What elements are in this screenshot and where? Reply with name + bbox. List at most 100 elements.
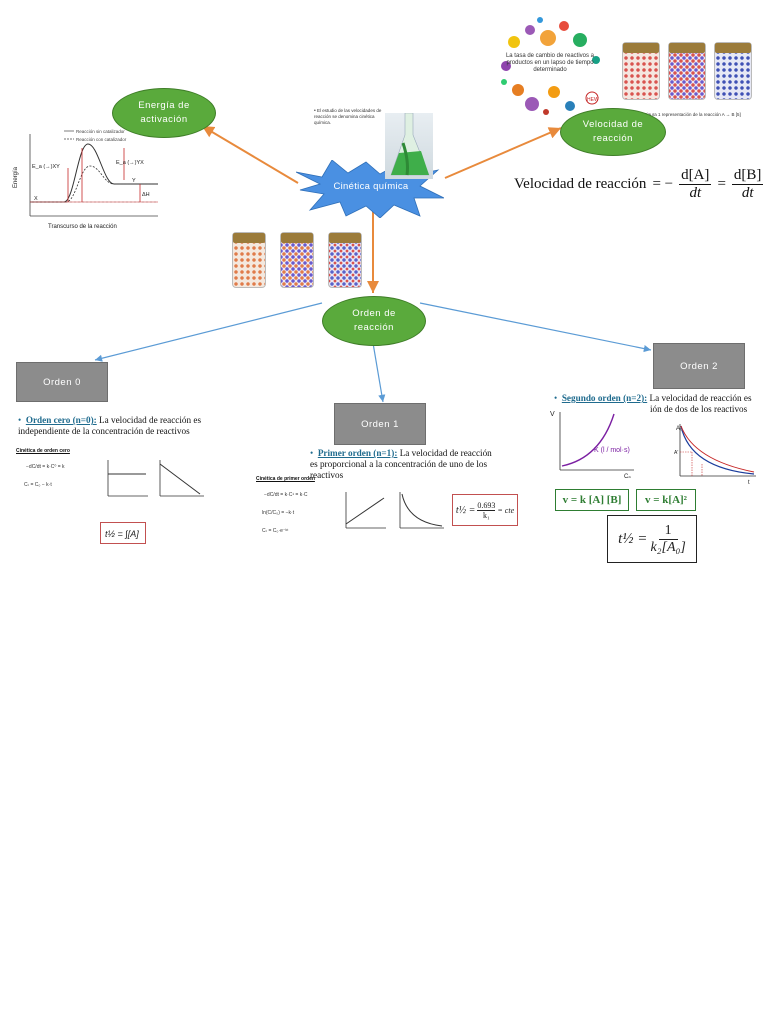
- orden0-panel: Cinética de orden cero −dC/dt = k·C⁰ = k…: [12, 446, 208, 508]
- orden2-half-life-den: k₂[A₀]: [650, 539, 686, 555]
- svg-text:ln(C/C₀) = −k·t: ln(C/C₀) = −k·t: [262, 510, 295, 516]
- velocidad-jars: [622, 32, 752, 108]
- orden2-text: La velocidad de reacción es: [647, 393, 752, 403]
- energy-legend-1: Reacción sin catalizador: [76, 129, 125, 134]
- orden2-half-life-box: t½ = 1 k₂[A₀]: [607, 515, 697, 563]
- orden0-node-label: Orden 0: [43, 376, 81, 388]
- center-jar-2: [280, 232, 314, 288]
- energy-label-ea-xy: E_a (→)XY: [32, 164, 60, 170]
- orden2-graph-label: K (l / mol·s): [594, 447, 630, 454]
- flask-image: [385, 113, 433, 179]
- orden0-half-life-box: t½ = ∫[A]: [100, 522, 146, 544]
- formula-eq2: =: [717, 175, 726, 192]
- svg-text:A₀: A₀: [676, 426, 683, 432]
- formula-den2: dt: [741, 184, 754, 201]
- orden2-half-life-frac: 1 k₂[A₀]: [650, 523, 685, 556]
- energia-node-label: Energía de activación: [138, 99, 190, 125]
- formula-den1: dt: [689, 184, 702, 201]
- orden2-node-label: Orden 2: [680, 360, 718, 372]
- orden2-rate-law-1-text: v = k [A] [B]: [562, 494, 622, 506]
- svg-text:Cₐ: Cₐ: [624, 474, 631, 478]
- velocidad-caption: Figura 1 representación de la reacción A…: [644, 112, 741, 117]
- energy-ylabel: Energía: [13, 166, 19, 188]
- orden0-description: • Orden cero (n=0): La velocidad de reac…: [18, 415, 202, 437]
- energy-xlabel: Transcurso de la reacción: [48, 224, 117, 230]
- orden2-rate-law-2: v = k[A]²: [636, 489, 696, 511]
- center-node[interactable]: Cinética química: [316, 181, 426, 192]
- formula-num2: d[B]: [731, 166, 764, 185]
- energy-profile-chart: Energía Transcurso de la reacción Reacci…: [13, 129, 158, 230]
- orden1-half-life-num: 0.693: [477, 500, 496, 511]
- center-note: • El estudio de las velocidades de reacc…: [314, 108, 382, 125]
- orden0-text: La velocidad de reacción es independient…: [18, 415, 202, 437]
- svg-text:A': A': [674, 450, 678, 456]
- orden2-rate-law-2-text: v = k[A]²: [645, 494, 687, 506]
- velocidad-note: La tasa de cambio de reactivos a product…: [498, 53, 602, 75]
- arrow-to-orden1: [372, 342, 386, 403]
- energia-node[interactable]: Energía de activación: [112, 88, 216, 138]
- orden0-graph-2: [159, 460, 204, 497]
- orden1-half-life-frac: 0.693 k₁: [477, 500, 496, 520]
- energy-curve-uncatalyzed: [30, 143, 158, 203]
- svg-text:Cₜ = C₀·e⁻ᵏᵗ: Cₜ = C₀·e⁻ᵏᵗ: [262, 528, 288, 534]
- orden1-panel: Cinética de primer orden −dC/dt = k·C¹ =…: [254, 474, 450, 540]
- energy-label-ea-yx: E_a (→)YX: [116, 160, 144, 166]
- center-note-text: El estudio de las velocidades de reacció…: [314, 108, 382, 125]
- svg-text:t½ = ∫[A]: t½ = ∫[A]: [105, 529, 139, 539]
- energy-label-dh: ΔH: [142, 192, 150, 198]
- orden1-half-life-den: k₁: [482, 510, 490, 520]
- velocidad-formula: Velocidad de reacción = − d[A] dt = d[B]…: [514, 164, 764, 204]
- svg-text:Cₜ = C₀ − k·t: Cₜ = C₀ − k·t: [24, 482, 52, 488]
- svg-text:HEW: HEW: [587, 97, 599, 103]
- center-node-label: Cinética química: [333, 181, 409, 192]
- orden1-half-life-box: t½ = 0.693 k₁ = cte: [452, 494, 518, 526]
- center-jars: [230, 222, 362, 290]
- energy-legend-2: Reacción con catalizador: [76, 137, 127, 142]
- formula-num1: d[A]: [679, 166, 712, 185]
- orden-reaccion-node[interactable]: Orden de reacción: [322, 296, 426, 346]
- orden0-node[interactable]: Orden 0: [16, 362, 108, 402]
- arrow-to-velocidad: [444, 127, 562, 179]
- orden1-graph-2: [399, 492, 444, 529]
- arrow-to-energia: [201, 125, 299, 184]
- velocidad-node[interactable]: Velocidad de reacción: [560, 108, 666, 156]
- orden1-node[interactable]: Orden 1: [334, 403, 426, 445]
- svg-text:t: t: [748, 480, 750, 486]
- orden-reaccion-node-label: Orden de reacción: [352, 307, 396, 333]
- orden1-rate-eq: −dC/dt = k·C¹ = k·C ln(C/C₀) = −k·t Cₜ = C…: [262, 492, 308, 534]
- orden2-graph-concentration: A₀ A' t: [674, 424, 756, 486]
- molecule-circle-image: HEW: [501, 17, 600, 115]
- center-jar-1: [232, 232, 266, 288]
- velocidad-note-text: La tasa de cambio de reactivos a product…: [505, 53, 595, 74]
- orden1-graph-1: [345, 492, 386, 529]
- arrow-to-orden0: [94, 302, 323, 362]
- svg-text:−dC/dt = k·C⁰ = k: −dC/dt = k·C⁰ = k: [26, 464, 65, 470]
- energy-label-y: Y: [132, 178, 136, 184]
- orden2-node[interactable]: Orden 2: [653, 343, 745, 389]
- formula-frac1: d[A] dt: [679, 166, 712, 202]
- orden1-half-life-rhs: = cte: [497, 505, 515, 515]
- orden2-rate-law-1: v = k [A] [B]: [555, 489, 629, 511]
- arrow-to-orden2: [419, 302, 652, 353]
- formula-frac2: d[B] dt: [731, 166, 764, 202]
- orden2-graph-velocity: V Cₐ K (l / mol·s): [550, 411, 634, 478]
- orden0-rate-eq: −dC/dt = k·C⁰ = k Cₜ = C₀ − k·t: [24, 464, 65, 488]
- orden0-heading: Orden cero (n=0):: [25, 415, 97, 425]
- svg-text:−dC/dt = k·C¹ = k·C: −dC/dt = k·C¹ = k·C: [264, 492, 308, 498]
- velocidad-node-label: Velocidad de reacción: [582, 118, 644, 144]
- orden0-graph-1: [107, 460, 148, 497]
- velocidad-jar-3: [714, 42, 752, 100]
- center-jar-3: [328, 232, 362, 288]
- orden1-description: • Primer orden (n=1): La velocidad de re…: [310, 448, 492, 481]
- energy-curve-catalyzed: [30, 165, 158, 203]
- formula-eq1: = −: [652, 175, 674, 192]
- orden1-panel-title: Cinética de primer orden: [256, 476, 315, 482]
- orden1-heading: Primer orden (n=1):: [317, 448, 398, 458]
- svg-text:V: V: [550, 411, 555, 418]
- orden2-description: • Segundo orden (n=2): La velocidad de r…: [554, 393, 752, 415]
- orden2-heading: Segundo orden (n=2):: [561, 393, 648, 403]
- orden1-node-label: Orden 1: [361, 418, 399, 430]
- orden0-panel-title: Cinética de orden cero: [16, 448, 70, 454]
- velocidad-jar-1: [622, 42, 660, 100]
